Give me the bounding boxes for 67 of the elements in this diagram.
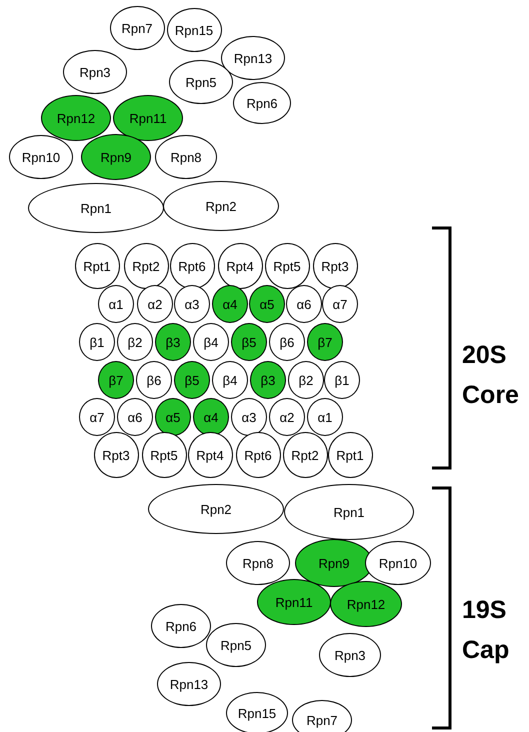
subunit-ellipse: β5	[174, 361, 210, 399]
subunit-ellipse: Rpn10	[365, 541, 431, 585]
subunit-ellipse: α4	[212, 285, 248, 323]
subunit-ellipse: β4	[212, 361, 248, 399]
subunit-ellipse: Rpt3	[94, 432, 138, 478]
subunit-ellipse: α7	[322, 285, 358, 323]
subunit-ellipse: Rpn13	[221, 36, 285, 80]
subunit-ellipse: Rpt3	[312, 243, 358, 289]
subunit-ellipse: Rpn5	[169, 60, 233, 104]
subunit-ellipse: α7	[79, 398, 115, 436]
subunit-ellipse: Rpn6	[233, 82, 291, 124]
subunit-ellipse: α2	[137, 285, 173, 323]
subunit-ellipse: Rpt2	[124, 243, 168, 289]
subunit-ellipse: Rpn3	[319, 633, 381, 677]
subunit-ellipse: Rpt1	[74, 243, 120, 289]
subunit-ellipse: β5	[231, 323, 267, 361]
subunit-ellipse: α6	[117, 398, 153, 436]
subunit-ellipse: Rpn7	[110, 6, 164, 50]
subunit-ellipse: Rpn11	[113, 95, 183, 141]
subunit-ellipse: α3	[174, 285, 210, 323]
subunit-ellipse: β3	[155, 323, 191, 361]
subunit-ellipse: Rpn13	[157, 662, 221, 706]
subunit-ellipse: β1	[324, 361, 360, 399]
subunit-ellipse: Rpn2	[148, 484, 284, 534]
subunit-ellipse: Rpt1	[328, 432, 372, 478]
subunit-ellipse: Rpn9	[81, 134, 151, 180]
subunit-ellipse: β3	[250, 361, 286, 399]
subunit-ellipse: Rpn15	[166, 8, 222, 52]
subunit-ellipse: Rpn6	[151, 604, 211, 648]
subunit-ellipse: α1	[98, 285, 134, 323]
subunit-ellipse: Rpn5	[206, 623, 266, 667]
subunit-ellipse: β4	[193, 323, 229, 361]
subunit-ellipse: β7	[98, 361, 134, 399]
subunit-ellipse: Rpn11	[257, 579, 331, 625]
subunit-ellipse: Rpt4	[188, 432, 232, 478]
subunit-ellipse: β2	[288, 361, 324, 399]
subunit-ellipse: Rpn15	[226, 692, 288, 732]
subunit-ellipse: Rpn10	[9, 135, 73, 179]
subunit-ellipse: Rpt6	[236, 432, 280, 478]
subunit-ellipse: Rpn8	[226, 541, 290, 585]
subunit-ellipse: Rpt6	[170, 243, 214, 289]
subunit-ellipse: β1	[79, 323, 115, 361]
subunit-ellipse: Rpn2	[163, 181, 279, 231]
subunit-ellipse: α3	[231, 398, 267, 436]
subunit-ellipse: Rpn1	[28, 183, 164, 233]
subunit-ellipse: β2	[117, 323, 153, 361]
subunit-ellipse: Rpn1	[284, 484, 414, 540]
subunit-ellipse: β6	[269, 323, 305, 361]
subunit-ellipse: β7	[307, 323, 343, 361]
subunit-ellipse: Rpt4	[218, 243, 262, 289]
subunit-ellipse: Rpt2	[282, 432, 328, 478]
subunit-ellipse: α4	[193, 398, 229, 436]
subunit-ellipse: Rpt5	[264, 243, 310, 289]
subunit-ellipse: α5	[249, 285, 285, 323]
subunit-ellipse: α2	[269, 398, 305, 436]
subunit-ellipse: Rpn12	[41, 95, 111, 141]
subunit-ellipse: Rpn3	[63, 50, 127, 94]
subunit-ellipse: Rpt5	[142, 432, 186, 478]
subunit-ellipse: Rpn8	[155, 135, 217, 179]
subunit-ellipse: α1	[307, 398, 343, 436]
subunit-ellipse: Rpn12	[330, 581, 402, 627]
region-label: 20S Core	[462, 340, 520, 411]
subunit-ellipse: Rpn7	[292, 700, 352, 732]
subunit-ellipse: β6	[136, 361, 172, 399]
subunit-ellipse: α5	[155, 398, 191, 436]
region-label: 19S Cap	[462, 595, 510, 666]
subunit-ellipse: α6	[286, 285, 322, 323]
